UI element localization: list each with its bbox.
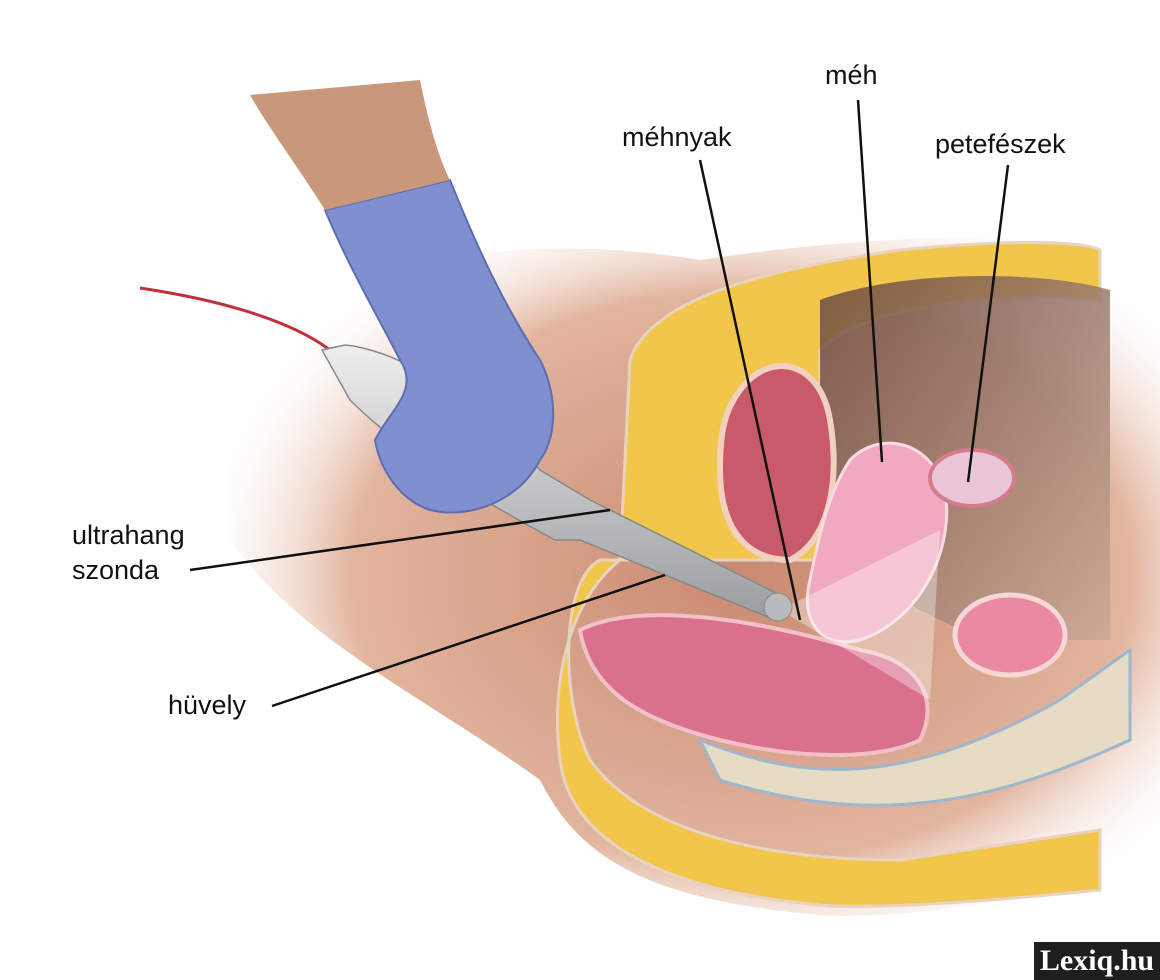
probe-cable bbox=[139, 286, 331, 352]
label-uterus: méh bbox=[825, 60, 878, 90]
spine bbox=[696, 647, 1132, 807]
watermark-logo: Lexiq.hu bbox=[1034, 942, 1160, 980]
leader-uterus bbox=[856, 99, 884, 463]
label-cervix: méhnyak bbox=[622, 122, 732, 152]
label-probe-line2: szonda bbox=[72, 555, 160, 585]
fat-layer bbox=[556, 241, 1102, 908]
leader-ovary bbox=[966, 164, 1010, 483]
bladder bbox=[716, 363, 837, 564]
gloved-hand bbox=[323, 178, 555, 514]
ultrasound-beam bbox=[780, 530, 940, 700]
leader-probe bbox=[189, 508, 611, 572]
label-vagina: hüvely bbox=[168, 690, 247, 720]
uterus bbox=[805, 441, 949, 644]
rectum bbox=[577, 613, 930, 757]
leader-vagina bbox=[271, 573, 666, 708]
leader-cervix bbox=[698, 159, 802, 621]
forearm bbox=[250, 80, 450, 210]
bowel-loop bbox=[952, 592, 1068, 678]
label-probe-line1: ultrahang bbox=[72, 520, 185, 550]
label-ovary: petefészek bbox=[935, 129, 1066, 159]
